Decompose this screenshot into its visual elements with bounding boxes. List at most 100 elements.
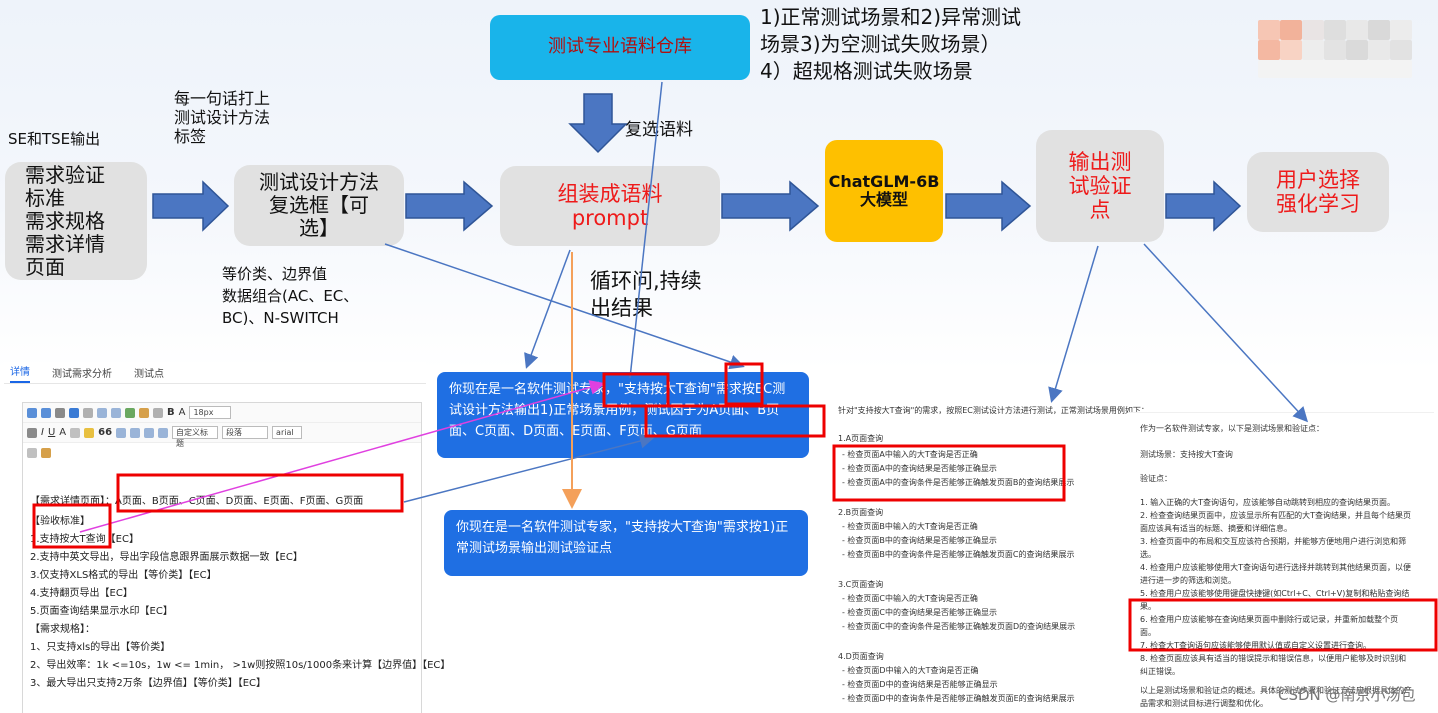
mid-section-1-title: 1.A页面查询	[838, 434, 884, 443]
right-line-22: 以上是测试场景和验证点的概述。具体的测试步骤和验证方法应根据具体的产	[1140, 686, 1412, 695]
right-line-12: 4. 检查用户应该能够使用大T查询语句进行选择并跳转到其他结果页面，以便	[1140, 563, 1412, 572]
input-label: SE和TSE输出	[8, 130, 101, 148]
editor-line-6: 4.支持翻页导出【EC】	[30, 588, 133, 599]
rl-node: 用户选择 强化学习	[1247, 152, 1389, 232]
grid-icon[interactable]	[27, 448, 37, 458]
model-node: ChatGLM-6B 大模型	[825, 140, 943, 242]
prompt-node: 组装成语料 prompt	[500, 166, 720, 246]
undo-icon[interactable]	[27, 407, 37, 418]
prompt-node-text: 组装成语料 prompt	[557, 181, 663, 230]
format-icon[interactable]	[153, 407, 163, 418]
right-line-19: 8. 检查页面应该具有适当的错误提示和错误信息，以便用户能够及时识别和	[1140, 654, 1407, 663]
help-icon[interactable]	[69, 407, 79, 418]
right-line-1: 作为一名软件测试专家，以下是测试场景和验证点：	[1140, 424, 1324, 433]
font-select[interactable]: arial	[272, 426, 303, 439]
right-line-7: 1. 输入正确的大T查询语句，应该能够自动跳转到相应的查询结果页面。	[1140, 498, 1396, 507]
link-icon[interactable]	[139, 407, 149, 418]
copy-icon[interactable]	[97, 407, 107, 418]
underline-icon[interactable]: U	[47, 427, 56, 438]
align-icon[interactable]	[144, 427, 155, 438]
mid-section-2-title: 2.B页面查询	[838, 508, 884, 517]
input-node: 需求验证 标准 需求规格 需求详情 页面	[5, 162, 147, 280]
font-size-select[interactable]: 18px	[189, 406, 232, 419]
search-icon[interactable]	[27, 427, 37, 438]
mid-section-4-item-3: - 检查页面D中的查询条件是否能够正确触发页面E的查询结果展示	[842, 694, 1075, 703]
paragraph-select[interactable]: 段落	[222, 426, 269, 439]
mid-section-1-item-1: - 检查页面A中输入的大T查询是否正确	[842, 450, 978, 459]
prompt-bubble-bottom: 你现在是一名软件测试专家，"支持按大T查询"需求按1)正常测试场景输出测试验证点	[444, 510, 808, 576]
method-note: 等价类、边界值 数据组合(AC、EC、 BC)、N-SWITCH	[222, 265, 359, 327]
eraser-icon[interactable]	[70, 427, 81, 438]
blurred-logo	[1258, 20, 1418, 80]
mid-section-3-item-2: - 检查页面C中的查询结果是否能够正确显示	[842, 608, 998, 617]
editor-toolbar-row-2: I U A 66 自定义标题 段落 arial	[23, 423, 421, 448]
prompt-bubble-top: 你现在是一名软件测试专家，"支持按大T查询"需求按EC测试设计方法输出1)正常场…	[437, 372, 809, 458]
rl-node-text: 用户选择 强化学习	[1276, 167, 1360, 216]
corpus-arrow-label: 复选语料	[625, 120, 693, 140]
right-line-14: 5. 检查用户应该能够使用键盘快捷键(如Ctrl+C、Ctrl+V)复制和粘贴查…	[1140, 589, 1410, 598]
editor-line-1: 【需求详情页面】：A页面、B页面、C页面、D页面、E页面、F页面、G页面	[30, 496, 364, 507]
mid-section-4-title: 4.D页面查询	[838, 652, 884, 661]
model-node-text: ChatGLM-6B 大模型	[828, 171, 940, 209]
right-line-11: 选。	[1140, 550, 1156, 559]
right-line-9: 面应该具有适当的标题、摘要和详细信息。	[1140, 524, 1292, 533]
mid-section-3-item-3: - 检查页面C中的查询条件是否能够正确触发页面D的查询结果展示	[842, 622, 1076, 631]
method-node: 测试设计方法 复选框【可 选】	[234, 165, 404, 246]
verification-point-panel: 作为一名软件测试专家，以下是测试场景和验证点： 测试场景：支持按大T查询 验证点…	[1128, 412, 1434, 712]
watermark: CSDN @南京小汤包	[1278, 686, 1416, 704]
mid-intro: 针对"支持按大T查询"的需求，按照EC测试设计方法进行测试，正常测试场景用例如下…	[838, 406, 1149, 415]
mid-section-3-title: 3.C页面查询	[838, 580, 884, 589]
text-color-icon[interactable]: A	[178, 407, 186, 418]
editor-line-3: 1.支持按大T查询【EC】	[30, 534, 139, 545]
mid-section-1-item-2: - 检查页面A中的查询结果是否能够正确显示	[842, 464, 997, 473]
quote-icon[interactable]: 66	[98, 427, 113, 438]
editor-toolbar-row-3	[23, 443, 421, 463]
tab-bar: 详情 测试需求分析 测试点	[4, 362, 426, 384]
settings-icon[interactable]	[55, 407, 65, 418]
tab-detail[interactable]: 详情	[10, 363, 30, 383]
strike-icon[interactable]: A	[59, 427, 67, 438]
mid-section-2-item-2: - 检查页面B中的查询结果是否能够正确显示	[842, 536, 997, 545]
highlight-icon[interactable]	[84, 427, 95, 438]
editor-line-2: 【验收标准】	[30, 516, 90, 527]
output-node-text: 输出测 试验证 点	[1068, 149, 1132, 223]
image-icon[interactable]	[125, 407, 135, 418]
cut-icon[interactable]	[83, 407, 93, 418]
brush-icon[interactable]	[41, 448, 51, 458]
tab-test-points[interactable]: 测试点	[134, 369, 164, 380]
corpus-node: 测试专业语料仓库	[490, 15, 750, 80]
tag-note: 每一句话打上 测试设计方法 标签	[174, 89, 271, 147]
right-line-5: 验证点：	[1140, 474, 1172, 483]
mid-section-1-item-3: - 检查页面A中的查询条件是否能够正确触发页面B的查询结果展示	[842, 478, 1075, 487]
right-line-3: 测试场景：支持按大T查询	[1140, 450, 1233, 459]
redo-icon[interactable]	[41, 407, 51, 418]
right-line-10: 3. 检查页面中的布局和交互应该符合预期，并能够方便地用户进行浏览和筛	[1140, 537, 1407, 546]
indent-icon[interactable]	[158, 427, 169, 438]
editor-line-7: 5.页面查询结果显示水印【EC】	[30, 606, 173, 617]
tab-requirement-analysis[interactable]: 测试需求分析	[52, 369, 112, 380]
test-case-result-panel: 针对"支持按大T查询"的需求，按照EC测试设计方法进行测试，正常测试场景用例如下…	[832, 395, 1149, 713]
right-line-23: 品需求和测试目标进行调整和优化。	[1140, 699, 1268, 708]
mid-section-3-item-1: - 检查页面C中输入的大T查询是否正确	[842, 594, 978, 603]
method-node-text: 测试设计方法 复选框【可 选】	[259, 170, 379, 240]
italic-icon[interactable]: I	[41, 427, 44, 438]
table-icon[interactable]	[111, 407, 121, 418]
input-node-text: 需求验证 标准 需求规格 需求详情 页面	[25, 162, 105, 279]
editor-line-8: 【需求规格】：	[30, 624, 95, 635]
scenario-note: 1)正常测试场景和2)异常测试 场景3)为空测试失败场景） 4）超规格测试失败场…	[760, 5, 1022, 83]
mid-section-4-item-1: - 检查页面D中输入的大T查询是否正确	[842, 666, 979, 675]
editor-line-4: 2.支持中英文导出，导出字段信息跟界面展示数据一致【EC】	[30, 552, 303, 563]
style-select[interactable]: 自定义标题	[172, 426, 219, 448]
right-line-16: 6. 检查用户应该能够在查询结果页面中删除行或记录，并重新加载整个页	[1140, 615, 1399, 624]
right-line-15: 果。	[1140, 602, 1156, 611]
right-line-20: 纠正错误。	[1140, 667, 1180, 676]
list-bullet-icon[interactable]	[130, 427, 141, 438]
list-ordered-icon[interactable]	[116, 427, 127, 438]
mid-section-2-item-3: - 检查页面B中的查询条件是否能够正确触发页面C的查询结果展示	[842, 550, 1075, 559]
output-node: 输出测 试验证 点	[1036, 130, 1164, 242]
editor-toolbar-row-1: B A 18px	[23, 403, 421, 423]
bold-icon[interactable]: B	[167, 407, 175, 418]
right-line-17: 面。	[1140, 628, 1156, 637]
mid-section-2-item-1: - 检查页面B中输入的大T查询是否正确	[842, 522, 978, 531]
corpus-node-text: 测试专业语料仓库	[548, 36, 692, 58]
